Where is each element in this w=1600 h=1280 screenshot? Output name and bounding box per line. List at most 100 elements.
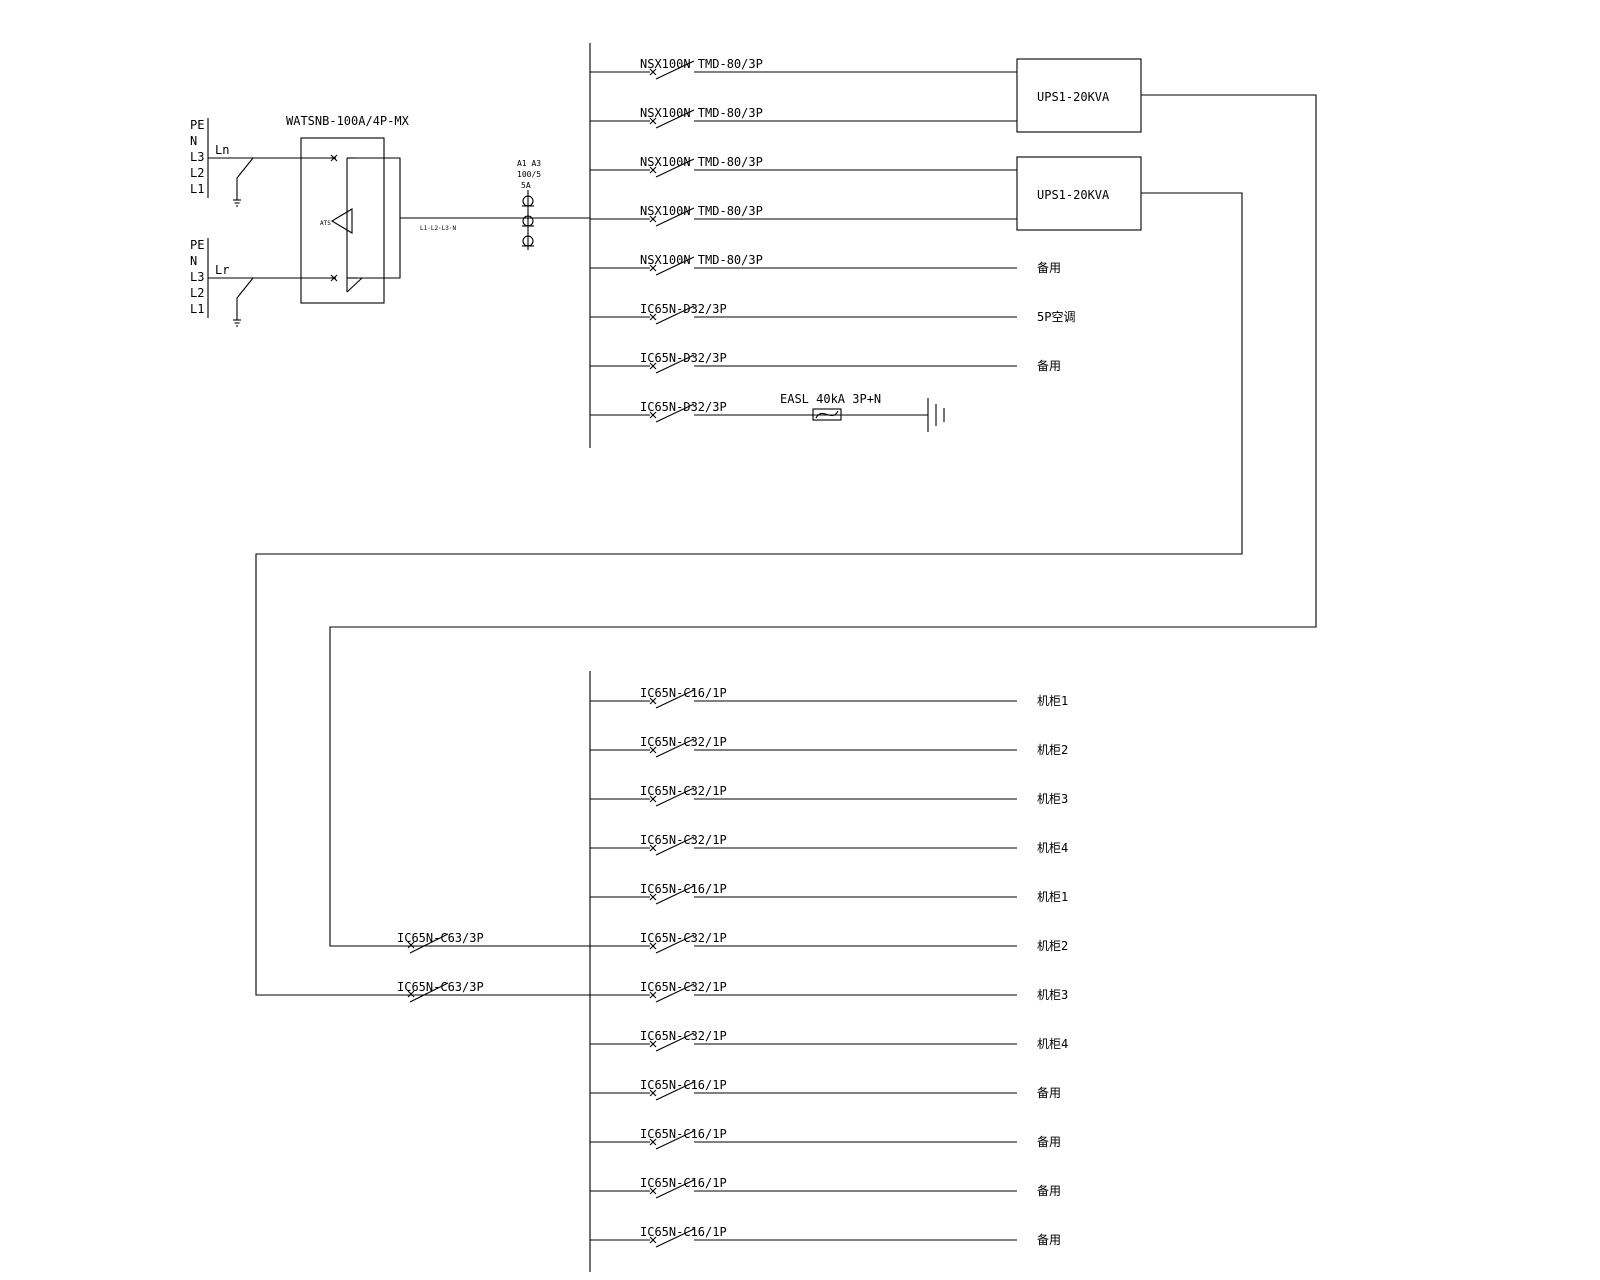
earth-symbol [233,199,241,207]
breaker-mark [649,411,657,419]
breaker-blade [655,1179,695,1199]
breaker-blade [655,885,695,905]
breaker-blade [655,60,695,80]
breaker-blade [655,207,695,227]
breaker-blade [655,158,695,178]
breaker-mark [407,941,415,949]
breaker-mark [649,1138,657,1146]
phase-label: L1 [190,182,204,196]
breaker-blade [655,109,695,129]
lower-branches: IC65N-C16/1P机柜1IC65N-C32/1P机柜2IC65N-C32/… [590,686,1068,1248]
breaker-mark [649,313,657,321]
breaker-mark [649,1089,657,1097]
breaker-label: NSX100N TMD-80/3P [640,106,763,120]
breaker-label: NSX100N TMD-80/3P [640,253,763,267]
phase-label: L2 [190,286,204,300]
breaker-blade [655,1032,695,1052]
spd-label: EASL 40kA 3P+N [780,392,881,406]
ups-out-breaker-2: IC65N-C63/3P [397,980,484,1003]
load-label: 机柜4 [1037,1037,1068,1051]
feeder-2-earth-lead [236,277,254,320]
phase-label: L3 [190,270,204,284]
breaker-mark [649,942,657,950]
breaker-blade [655,787,695,807]
breaker-blade [655,689,695,709]
breaker-mark [649,264,657,272]
feeder-1-phase-labels: PE N L3 L2 L1 [190,118,204,196]
breaker-blade [655,1228,695,1248]
breaker-label: IC65N-D32/3P [640,302,727,316]
ats-box [300,137,385,304]
ats-switch-blade [346,277,363,293]
breaker-label: IC65N-C32/1P [640,735,727,749]
ups-out-breaker-1: IC65N-C63/3P [397,931,484,954]
spd-symbol-wave [815,410,839,419]
breaker-mark [649,362,657,370]
ups-2-label: UPS1-20KVA [1037,188,1110,202]
ups-out-breaker-label: IC65N-C63/3P [397,980,484,994]
current-transformers [522,190,534,250]
breaker-blade [655,1130,695,1150]
breaker-mark [649,893,657,901]
breaker-blade [655,836,695,856]
ct-label-line-3: 5A [521,181,531,190]
load-label: 机柜2 [1037,939,1068,953]
breaker-label: IC65N-C16/1P [640,882,727,896]
feeder-2-phase-labels: PE N L3 L2 L1 [190,238,204,316]
load-label: 备用 [1037,1184,1061,1198]
upper-branch: NSX100N TMD-80/3P [590,57,1017,80]
breaker-mark [649,844,657,852]
breaker-blade [655,934,695,954]
breaker-label: IC65N-C16/1P [640,1078,727,1092]
breaker-mark [649,166,657,174]
breaker-blade [655,1081,695,1101]
ct-label-line-2: 100/5 [517,170,541,179]
phase-label: L3 [190,150,204,164]
breaker-mark [649,1040,657,1048]
breaker-mark [649,991,657,999]
load-label: 备用 [1037,261,1061,275]
lower-branch: IC65N-C16/1P 备用 [590,1176,1061,1199]
breaker-mark [649,795,657,803]
ats-label: WATSNB-100A/4P-MX [286,114,410,128]
breaker-label: IC65N-C16/1P [640,686,727,700]
phase-label: N [190,134,197,148]
load-label: 备用 [1037,359,1061,373]
load-label: 机柜3 [1037,792,1068,806]
breaker-label: NSX100N TMD-80/3P [640,155,763,169]
ups-2-output-line [255,192,1243,996]
feeder-1-name: Ln [215,143,229,157]
ct-label-line-1: A1 A3 [517,159,541,168]
breaker-label: IC65N-D32/3P [640,351,727,365]
breaker-blade [655,403,695,423]
lower-branch: IC65N-C16/1P 机柜1 [590,686,1068,709]
ats-controller-symbol [330,208,353,234]
breaker-label: IC65N-D32/3P [640,400,727,414]
breaker-blade [409,933,449,954]
feeder-1-earth-lead [236,157,254,200]
ats-contact-marks [330,154,338,282]
breaker-blade [655,256,695,276]
breaker-mark [649,215,657,223]
load-label: 机柜4 [1037,841,1068,855]
upper-branch: NSX100N TMD-80/3P [590,106,1017,129]
ups-out-breaker-label: IC65N-C63/3P [397,931,484,945]
breaker-label: IC65N-C16/1P [640,1176,727,1190]
breaker-mark [649,697,657,705]
breaker-blade [409,982,449,1003]
load-label: 机柜2 [1037,743,1068,757]
breaker-label: IC65N-C16/1P [640,1127,727,1141]
breaker-mark [649,1236,657,1244]
phase-label: PE [190,238,204,252]
upper-branch: IC65N-D32/3P [590,400,928,423]
load-label: 机柜3 [1037,988,1068,1002]
breaker-label: IC65N-C32/1P [640,833,727,847]
load-label: 机柜1 [1037,694,1068,708]
spd-symbol [812,408,842,421]
breaker-mark [649,1187,657,1195]
